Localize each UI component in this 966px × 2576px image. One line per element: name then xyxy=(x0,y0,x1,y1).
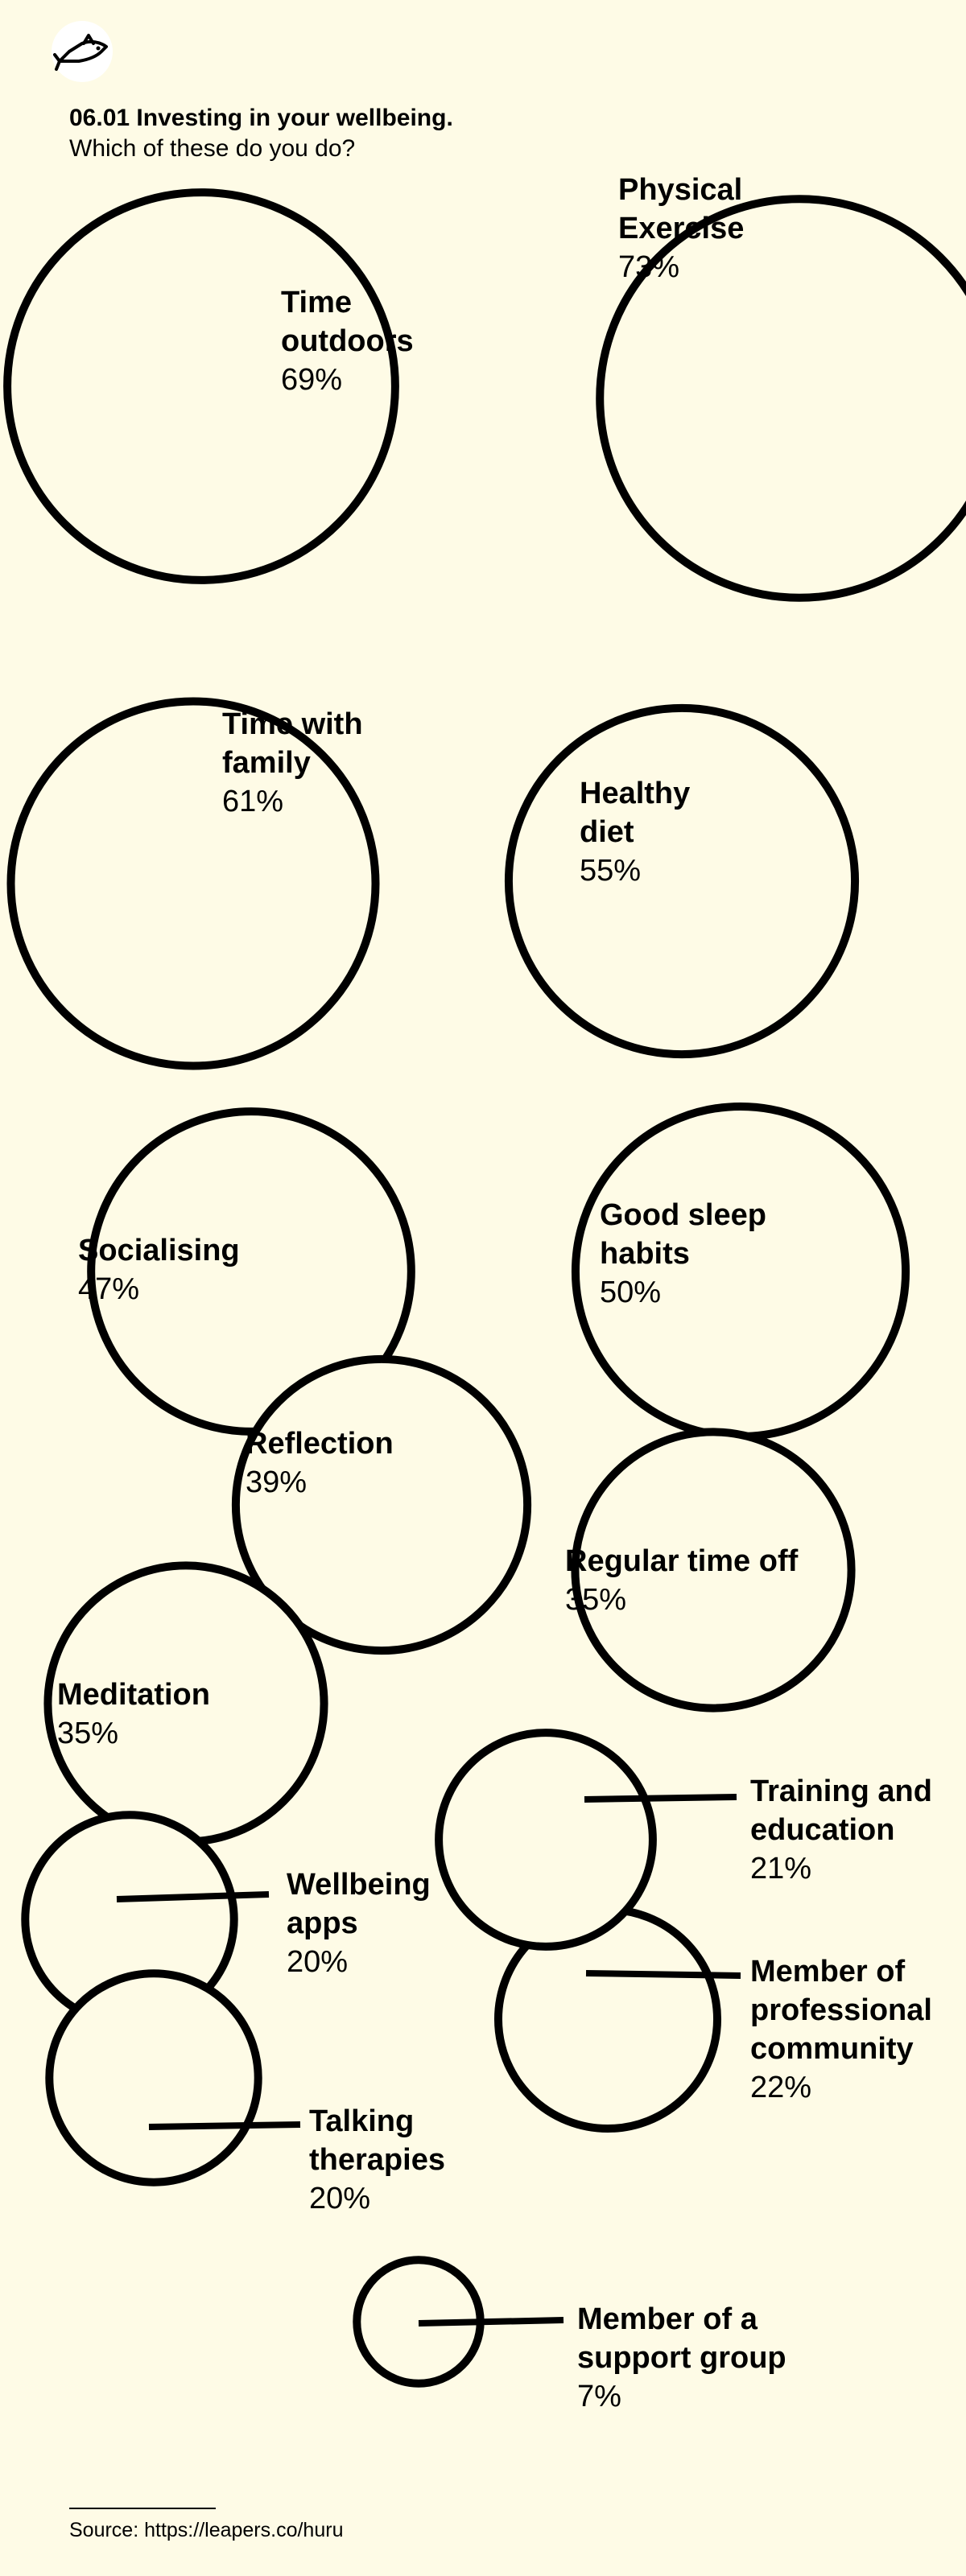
bubble-healthy-diet xyxy=(504,703,860,1059)
bubble-time-outdoors xyxy=(3,188,399,584)
value-label: 55% xyxy=(580,854,641,888)
label-line: Socialising xyxy=(78,1234,240,1267)
label-line: therapies xyxy=(309,2143,445,2177)
label-line: Meditation xyxy=(57,1678,210,1712)
fish-icon xyxy=(52,21,113,82)
label-line: support group xyxy=(577,2341,786,2375)
value-label: 7% xyxy=(577,2380,621,2413)
bubble-regular-time-off xyxy=(571,1428,856,1713)
label-line: habits xyxy=(600,1237,690,1271)
label-member-of-professional-community: Member of professional community 22% xyxy=(750,1955,932,2104)
value-label: 69% xyxy=(281,363,342,397)
label-time-with-family: Time with family 61% xyxy=(222,707,363,818)
label-wellbeing-apps: Wellbeing apps 20% xyxy=(287,1868,431,1979)
bubble-time-with-family xyxy=(6,697,380,1070)
leader-line-wellbeing-apps xyxy=(116,1891,270,1902)
label-line: apps xyxy=(287,1906,358,1940)
leader-line-talking-therapies xyxy=(148,2121,301,2130)
value-label: 20% xyxy=(309,2182,370,2215)
chart-title: 06.01 Investing in your wellbeing. xyxy=(69,105,453,131)
chart-title-block: 06.01 Investing in your wellbeing. Which… xyxy=(69,103,453,164)
value-label: 39% xyxy=(246,1465,307,1499)
label-reflection: Reflection 39% xyxy=(246,1427,394,1499)
label-member-of-a-support-group: Member of a support group 7% xyxy=(577,2302,786,2413)
label-line: Time xyxy=(281,286,352,319)
value-label: 47% xyxy=(78,1272,139,1306)
source-note: Source: https://leapers.co/huru xyxy=(69,2519,344,2541)
label-line: diet xyxy=(580,815,634,849)
label-training-and-education: Training and education 21% xyxy=(750,1774,932,1886)
source-divider xyxy=(69,2508,216,2509)
value-label: 73% xyxy=(618,250,679,284)
label-healthy-diet: Healthy diet 55% xyxy=(580,777,690,888)
value-label: 35% xyxy=(57,1717,118,1750)
logo xyxy=(40,19,124,84)
bubble-reflection xyxy=(231,1354,532,1655)
label-line: Training and xyxy=(750,1774,932,1808)
leader-line-training-and-education xyxy=(584,1794,737,1803)
label-line: Reflection xyxy=(246,1427,394,1461)
bubble-training-and-education xyxy=(435,1729,657,1951)
leader-line-member-of-a-support-group xyxy=(418,2317,564,2327)
chart-subtitle: Which of these do you do? xyxy=(69,135,356,162)
value-label: 22% xyxy=(750,2071,811,2104)
label-meditation: Meditation 35% xyxy=(57,1678,210,1750)
bubble-good-sleep-habits xyxy=(571,1102,910,1441)
label-line: education xyxy=(750,1813,894,1847)
leader-lines xyxy=(116,1794,741,2327)
label-line: Talking xyxy=(309,2104,414,2138)
label-socialising: Socialising 47% xyxy=(78,1234,240,1306)
label-line: Member of xyxy=(750,1955,905,1989)
bubble-physical-exercise xyxy=(596,195,966,602)
value-label: 61% xyxy=(222,785,283,818)
label-line: Physical xyxy=(618,173,742,207)
label-talking-therapies: Talking therapies 20% xyxy=(309,2104,445,2215)
label-line: Exercise xyxy=(618,212,744,245)
label-line: Member of a xyxy=(577,2302,758,2336)
label-line: outdoors xyxy=(281,324,414,358)
value-label: 21% xyxy=(750,1852,811,1886)
label-line: community xyxy=(750,2032,914,2066)
label-line: Wellbeing xyxy=(287,1868,431,1902)
label-line: Good sleep xyxy=(600,1198,766,1232)
label-line: family xyxy=(222,746,311,780)
value-label: 20% xyxy=(287,1945,348,1979)
label-good-sleep-habits: Good sleep habits 50% xyxy=(600,1198,766,1309)
value-label: 35% xyxy=(565,1583,626,1617)
label-line: Regular time off xyxy=(565,1544,799,1578)
label-line: Time with xyxy=(222,707,363,741)
label-regular-time-off: Regular time off 35% xyxy=(565,1544,799,1617)
leader-line-member-of-professional-community xyxy=(585,1970,741,1979)
bubble-talking-therapies xyxy=(45,1969,262,2187)
label-line: professional xyxy=(750,1993,932,2027)
value-label: 50% xyxy=(600,1276,661,1309)
label-time-outdoors: Time outdoors 69% xyxy=(281,286,414,397)
label-line: Healthy xyxy=(580,777,690,810)
